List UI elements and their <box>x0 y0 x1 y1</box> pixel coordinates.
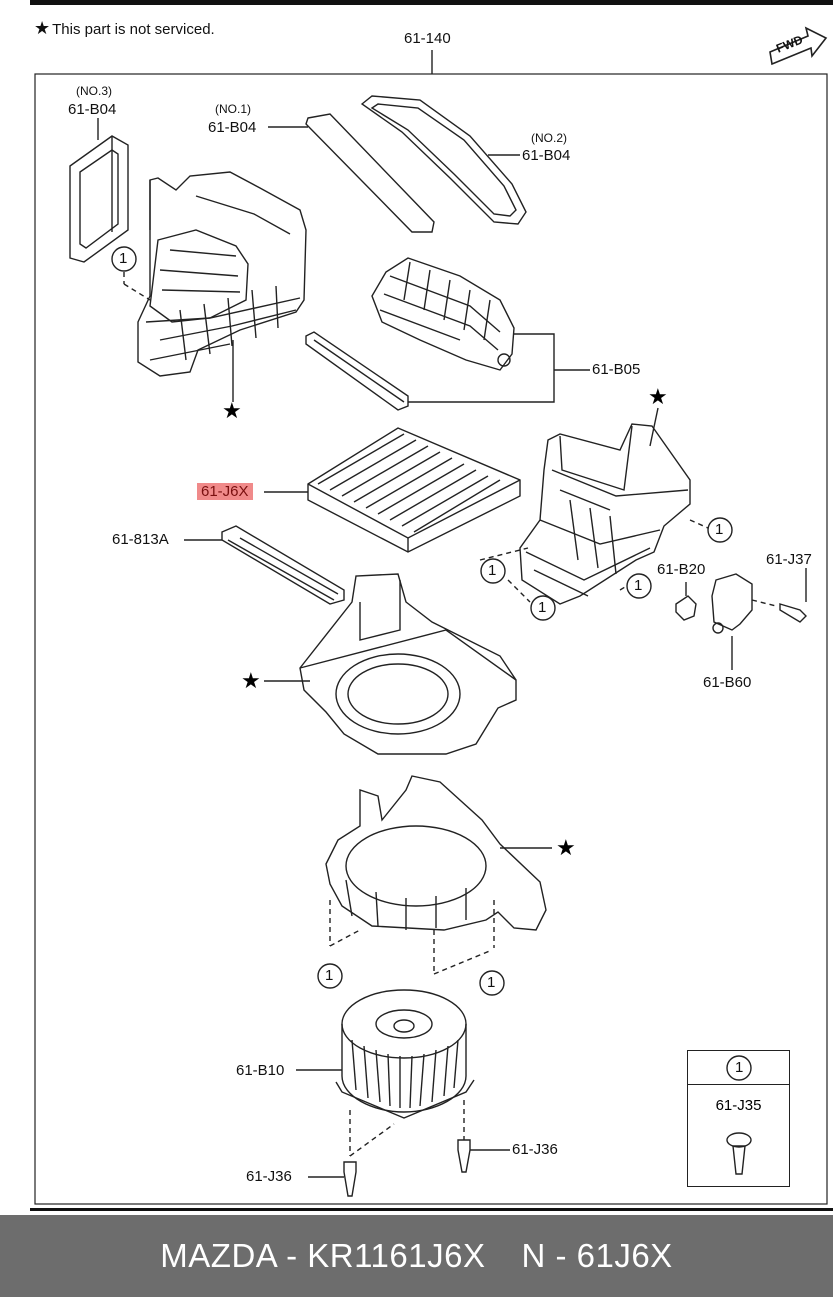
screw-j36-right-shape <box>457 1139 510 1173</box>
note-text: This part is not serviced. <box>52 21 215 38</box>
callout-circle <box>479 970 505 996</box>
bottom-border <box>30 1208 833 1211</box>
legend-ref-number: 1 <box>735 1059 744 1076</box>
callout-circle <box>707 517 733 543</box>
legend-part-label: 61-J35 <box>715 1097 762 1114</box>
seal-no3-shape <box>69 135 129 263</box>
callout-circle <box>480 558 506 584</box>
screw-j37-shape <box>779 568 807 623</box>
label-j37: 61-J37 <box>766 551 812 568</box>
seal-no1-shape <box>305 113 435 233</box>
sensor-b20-shape <box>675 582 697 621</box>
intake-housing-right-shape <box>519 423 691 605</box>
callout-number: 1 <box>487 974 496 991</box>
label-j36-right: 61-J36 <box>512 1141 558 1158</box>
footer-bar: MAZDA - KR1161J6X N - 61J6X <box>0 1215 833 1297</box>
blower-motor-shape <box>335 989 475 1119</box>
label-b04-no1: 61-B04 <box>208 119 257 136</box>
star-icon: ★ <box>34 18 51 38</box>
label-b60: 61-B60 <box>703 674 752 691</box>
screw-j35-shape <box>726 1132 752 1175</box>
star-icon: ★ <box>648 384 668 409</box>
callout-circle <box>530 595 556 621</box>
label-61-140: 61-140 <box>404 30 451 47</box>
callout-number: 1 <box>715 521 724 538</box>
label-j6x-highlighted: 61-J6X <box>197 483 253 500</box>
label-b05: 61-B05 <box>592 361 641 378</box>
filter-cover-shape <box>221 525 345 605</box>
label-b04-no3-sub: (NO.3) <box>76 84 112 98</box>
legend-box: 1 61-J35 <box>687 1050 790 1187</box>
label-j36-left: 61-J36 <box>246 1168 292 1185</box>
top-border <box>30 0 833 5</box>
scroll-housing-shape <box>325 775 547 931</box>
damper-assembly-shape <box>371 257 515 371</box>
label-b10: 61-B10 <box>236 1062 285 1079</box>
label-b04-no2: 61-B04 <box>522 147 571 164</box>
fwd-arrow-icon <box>769 26 828 66</box>
footer-code: N - 61J6X <box>521 1237 673 1274</box>
star-icon: ★ <box>556 835 576 860</box>
callout-circle <box>111 246 137 272</box>
label-b20: 61-B20 <box>657 561 706 578</box>
callout-number: 1 <box>634 577 643 594</box>
star-icon: ★ <box>241 668 261 693</box>
cabin-filter-shape <box>307 427 521 553</box>
callout-circle <box>626 573 652 599</box>
label-b04-no3: 61-B04 <box>68 101 117 118</box>
blower-case-shape <box>299 573 517 755</box>
upper-housing-left-shape <box>137 171 307 377</box>
actuator-b60-shape <box>711 573 777 670</box>
label-b04-no1-sub: (NO.1) <box>215 102 251 116</box>
plate-shape <box>305 331 409 411</box>
seal-no2-shape <box>360 95 527 225</box>
callout-circle <box>726 1055 752 1081</box>
label-813a: 61-813A <box>112 531 169 548</box>
screw-j36-left-shape <box>308 1161 357 1197</box>
not-serviced-note: ★This part is not serviced. <box>34 18 215 39</box>
legend-divider <box>688 1084 789 1085</box>
callout-number: 1 <box>325 967 334 984</box>
star-icon: ★ <box>222 398 242 423</box>
assembly-frame <box>34 73 828 1205</box>
label-b04-no2-sub: (NO.2) <box>531 131 567 145</box>
callout-number: 1 <box>488 562 497 579</box>
callout-circle <box>317 963 343 989</box>
footer-part-number: MAZDA - KR1161J6X <box>160 1237 486 1274</box>
callout-number: 1 <box>119 250 128 267</box>
callout-number: 1 <box>538 599 547 616</box>
